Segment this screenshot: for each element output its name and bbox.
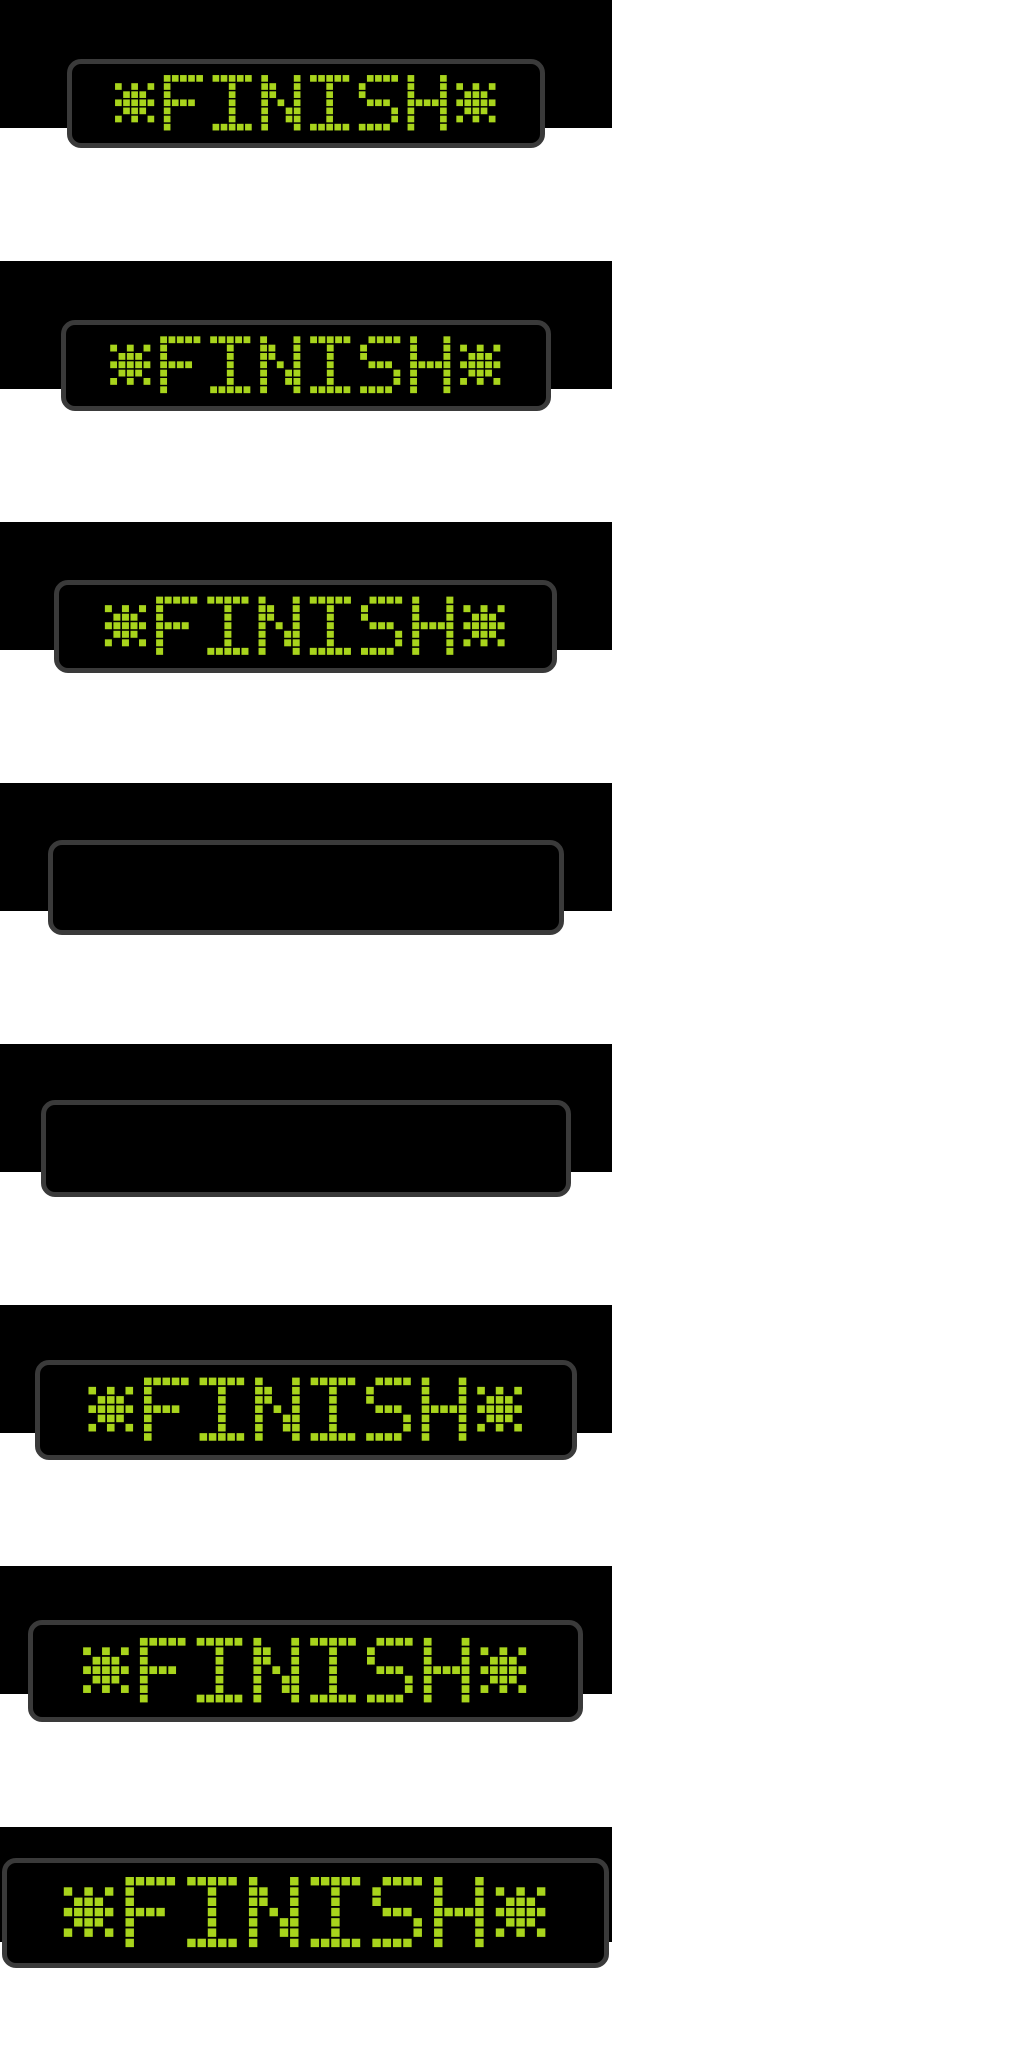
dot-matrix-text — [88, 1377, 522, 1441]
finish-sign-panel — [54, 580, 557, 673]
dot-matrix-text — [83, 1637, 527, 1703]
dot-matrix-text — [110, 336, 501, 394]
finish-sign-panel — [67, 59, 545, 148]
dot-matrix-text — [46, 1105, 566, 1192]
dot-matrix-text — [53, 845, 559, 930]
finish-sign-panel — [2, 1858, 609, 1968]
dot-matrix-text — [104, 596, 505, 655]
finish-sign-panel-blank — [41, 1100, 571, 1197]
finish-sign-panel-blank — [48, 840, 564, 935]
dot-matrix-text — [63, 1877, 546, 1948]
finish-sign-panel — [28, 1620, 583, 1722]
dot-matrix-text — [115, 75, 496, 131]
finish-sign-panel — [61, 320, 551, 411]
finish-sign-panel — [35, 1360, 577, 1460]
